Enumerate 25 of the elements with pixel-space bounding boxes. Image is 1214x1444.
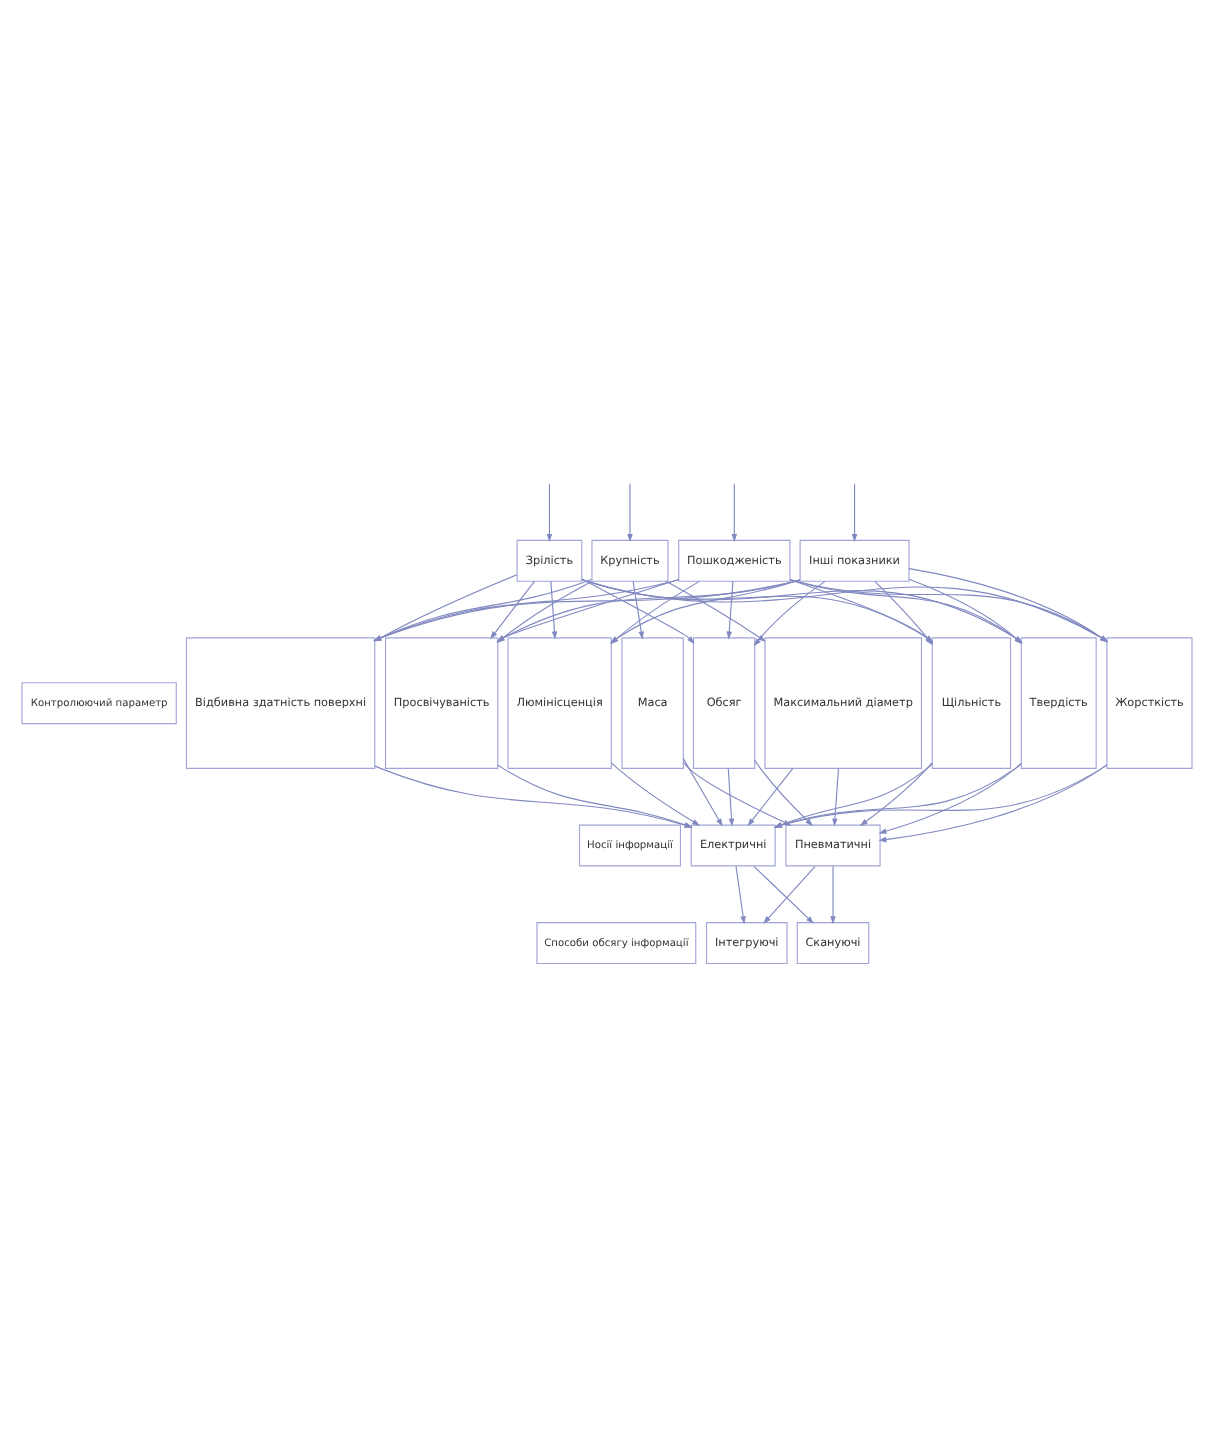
arrow: [374, 764, 693, 827]
arrow: [727, 767, 735, 826]
arrow: [373, 577, 593, 641]
arrow: [878, 763, 1108, 842]
arrow: [735, 864, 746, 924]
arrow: [682, 756, 723, 826]
arrow: [496, 579, 593, 643]
arrow: [859, 761, 933, 825]
arrow: [373, 578, 680, 640]
arrow: [832, 767, 840, 826]
arrow: [726, 579, 734, 639]
arrow: [753, 864, 814, 923]
arrow: [763, 864, 816, 923]
arrow: [632, 579, 644, 639]
arrow: [546, 482, 553, 541]
arrow: [610, 761, 701, 825]
arrow: [878, 761, 1022, 833]
arrow: [851, 482, 858, 541]
arrow: [550, 579, 558, 639]
arrow: [731, 482, 738, 541]
arrow: [490, 579, 535, 639]
arrow: [627, 482, 633, 541]
arrow: [830, 864, 836, 924]
arrow: [497, 763, 693, 827]
arrow: [373, 573, 518, 641]
